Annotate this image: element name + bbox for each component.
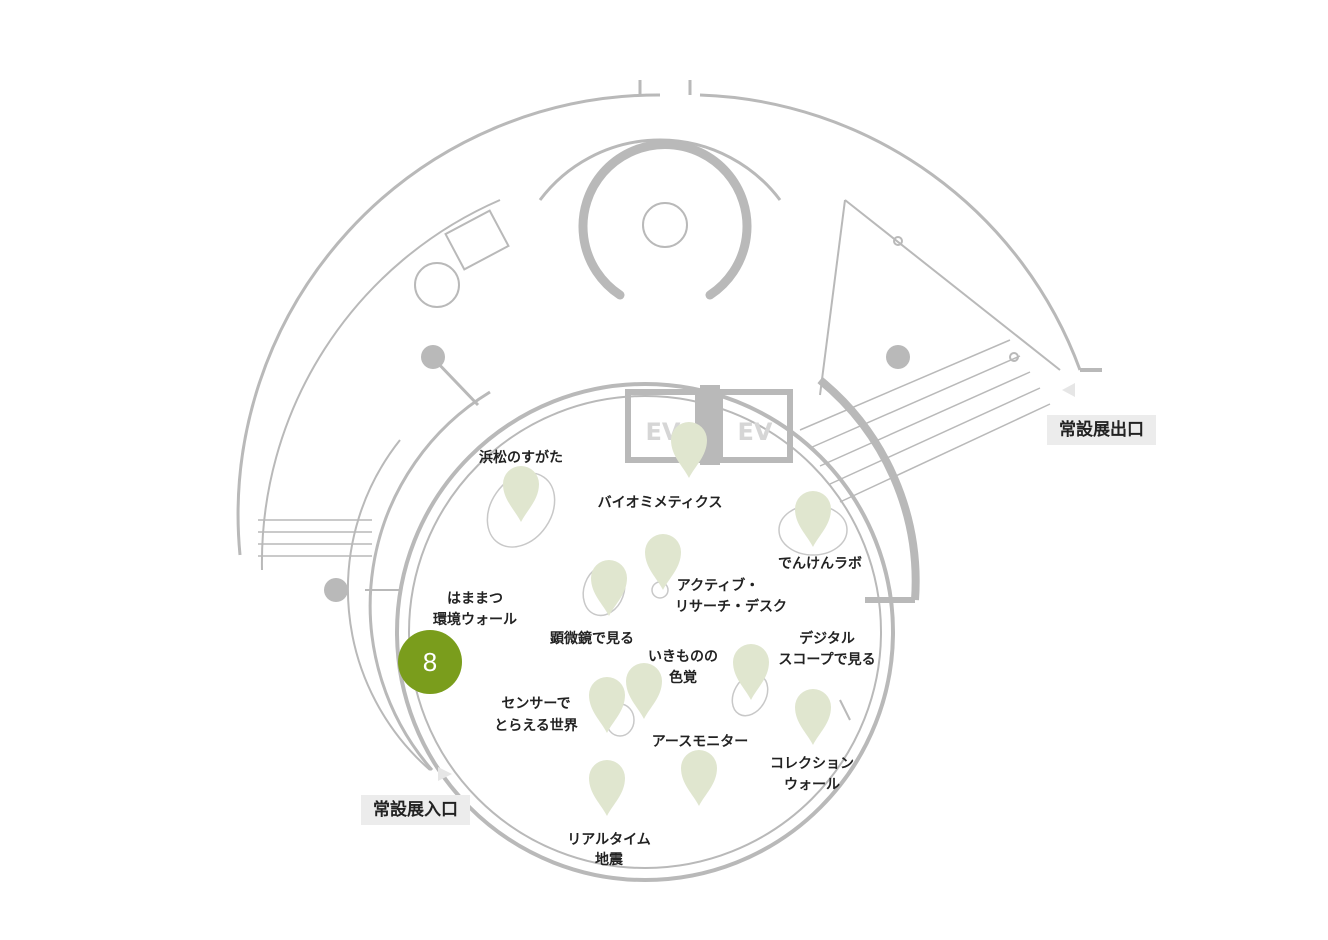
label-biomimetics[interactable]: バイオミメティクス xyxy=(598,495,723,511)
label-digital-scope-1[interactable]: デジタル xyxy=(799,630,855,647)
label-sensor-world-1[interactable]: センサーで xyxy=(501,696,570,712)
pin-hamamatsu-sugata[interactable] xyxy=(503,466,539,522)
entrance-arrow-icon xyxy=(438,767,452,781)
pin-collection-wall[interactable] xyxy=(795,689,831,745)
pin-realtime-quake[interactable] xyxy=(589,760,625,816)
label-environment-wall-1[interactable]: はままつ xyxy=(447,591,503,607)
pin-sensor-world[interactable] xyxy=(589,677,625,733)
label-realtime-quake-2[interactable]: 地震 xyxy=(595,851,624,868)
label-active-research-1[interactable]: アクティブ・ xyxy=(677,577,759,594)
elevator-label-2: EV xyxy=(738,418,773,446)
pin-digital-scope[interactable] xyxy=(733,644,769,700)
floor-plan-walls xyxy=(236,80,1102,882)
label-collection-wall-2[interactable]: ウォール xyxy=(784,777,840,793)
pin-creature-color[interactable] xyxy=(626,663,662,719)
exhibit-pins xyxy=(503,422,831,816)
label-hamamatsu-sugata[interactable]: 浜松のすがた xyxy=(479,449,563,466)
label-earth-monitor[interactable]: アースモニター xyxy=(652,734,748,750)
entrance-label: 常設展入口 xyxy=(361,795,470,825)
active-exhibit-badge[interactable]: 8 xyxy=(398,630,462,694)
badge-number: 8 xyxy=(423,647,437,677)
label-realtime-quake-1[interactable]: リアルタイム xyxy=(567,832,651,848)
label-creature-color-2[interactable]: 色覚 xyxy=(669,669,697,686)
exit-arrow-icon xyxy=(1062,383,1075,397)
label-sensor-world-2[interactable]: とらえる世界 xyxy=(494,717,579,734)
exit-label: 常設展出口 xyxy=(1047,415,1156,445)
pin-active-research[interactable] xyxy=(645,534,681,590)
pin-denken-lab[interactable] xyxy=(795,491,831,547)
columns xyxy=(324,236,1019,602)
pin-biomimetics[interactable] xyxy=(671,422,707,478)
label-active-research-2[interactable]: リサーチ・デスク xyxy=(675,598,787,615)
label-creature-color-1[interactable]: いきものの xyxy=(648,649,718,665)
pin-earth-monitor[interactable] xyxy=(681,750,717,806)
label-digital-scope-2[interactable]: スコープで見る xyxy=(778,652,875,668)
label-collection-wall-1[interactable]: コレクション xyxy=(770,756,854,772)
label-denken-lab[interactable]: でんけんラボ xyxy=(778,556,862,572)
exhibit-labels: 浜松のすがた バイオミメティクス でんけんラボ アクティブ・ リサーチ・デスク … xyxy=(433,449,876,868)
label-environment-wall-2[interactable]: 環境ウォール xyxy=(433,611,517,628)
label-microscope[interactable]: 顕微鏡で見る xyxy=(550,630,634,647)
pin-microscope[interactable] xyxy=(591,560,627,616)
